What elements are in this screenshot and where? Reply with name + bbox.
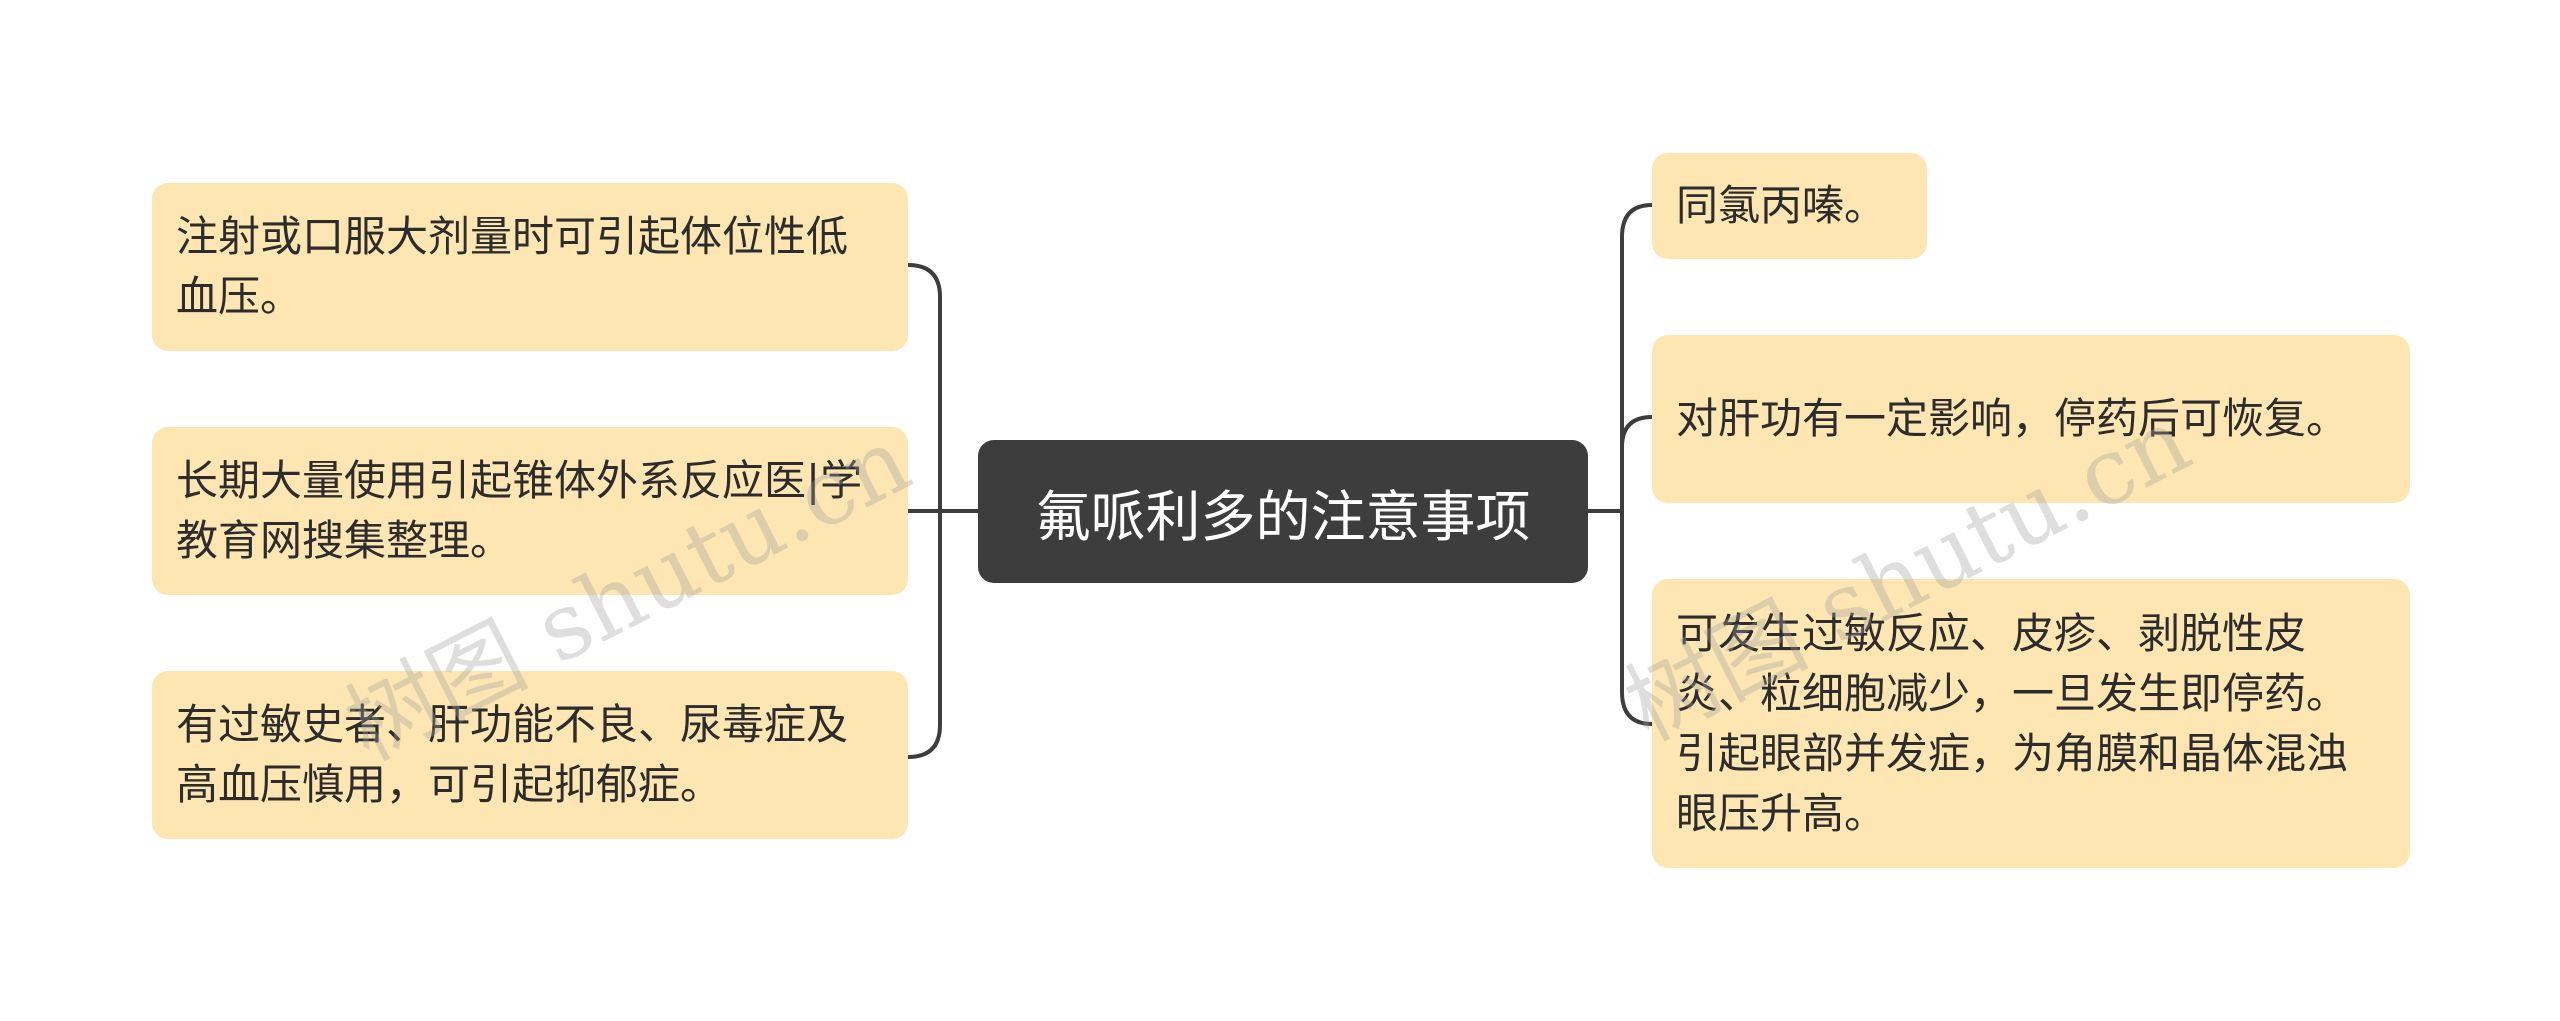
left-branch-node-3-text: 有过敏史者、肝功能不良、尿毒症及高血压慎用，可引起抑郁症。 [176,700,849,809]
right-branch-node-2[interactable]: 对肝功有一定影响，停药后可恢复。 [1652,335,2410,503]
right-bracket-line [1620,203,1653,726]
right-branch-node-3-text: 可发生过敏反应、皮疹、剥脱性皮炎、粒细胞减少，一旦发生即停药。引起眼部并发症，为… [1676,608,2349,838]
right-mid-branch-line [1620,415,1653,448]
right-branch-node-2-text: 对肝功有一定影响，停药后可恢复。 [1676,394,2349,443]
right-branch-node-3[interactable]: 可发生过敏反应、皮疹、剥脱性皮炎、粒细胞减少，一旦发生即停药。引起眼部并发症，为… [1652,579,2410,868]
central-topic-label: 氟哌利多的注意事项 [1035,484,1531,549]
left-branch-node-3[interactable]: 有过敏史者、肝功能不良、尿毒症及高血压慎用，可引起抑郁症。 [152,671,908,839]
right-branch-node-1[interactable]: 同氯丙嗪。 [1652,153,1927,259]
left-branch-node-2-text: 长期大量使用引起锥体外系反应医|学教育网搜集整理。 [176,456,863,565]
central-topic[interactable]: 氟哌利多的注意事项 [978,440,1588,583]
left-branch-node-1[interactable]: 注射或口服大剂量时可引起体位性低血压。 [152,183,908,351]
left-branch-node-1-text: 注射或口服大剂量时可引起体位性低血压。 [176,212,849,321]
right-branch-node-1-text: 同氯丙嗪。 [1676,181,1887,230]
left-branch-node-2[interactable]: 长期大量使用引起锥体外系反应医|学教育网搜集整理。 [152,427,908,595]
